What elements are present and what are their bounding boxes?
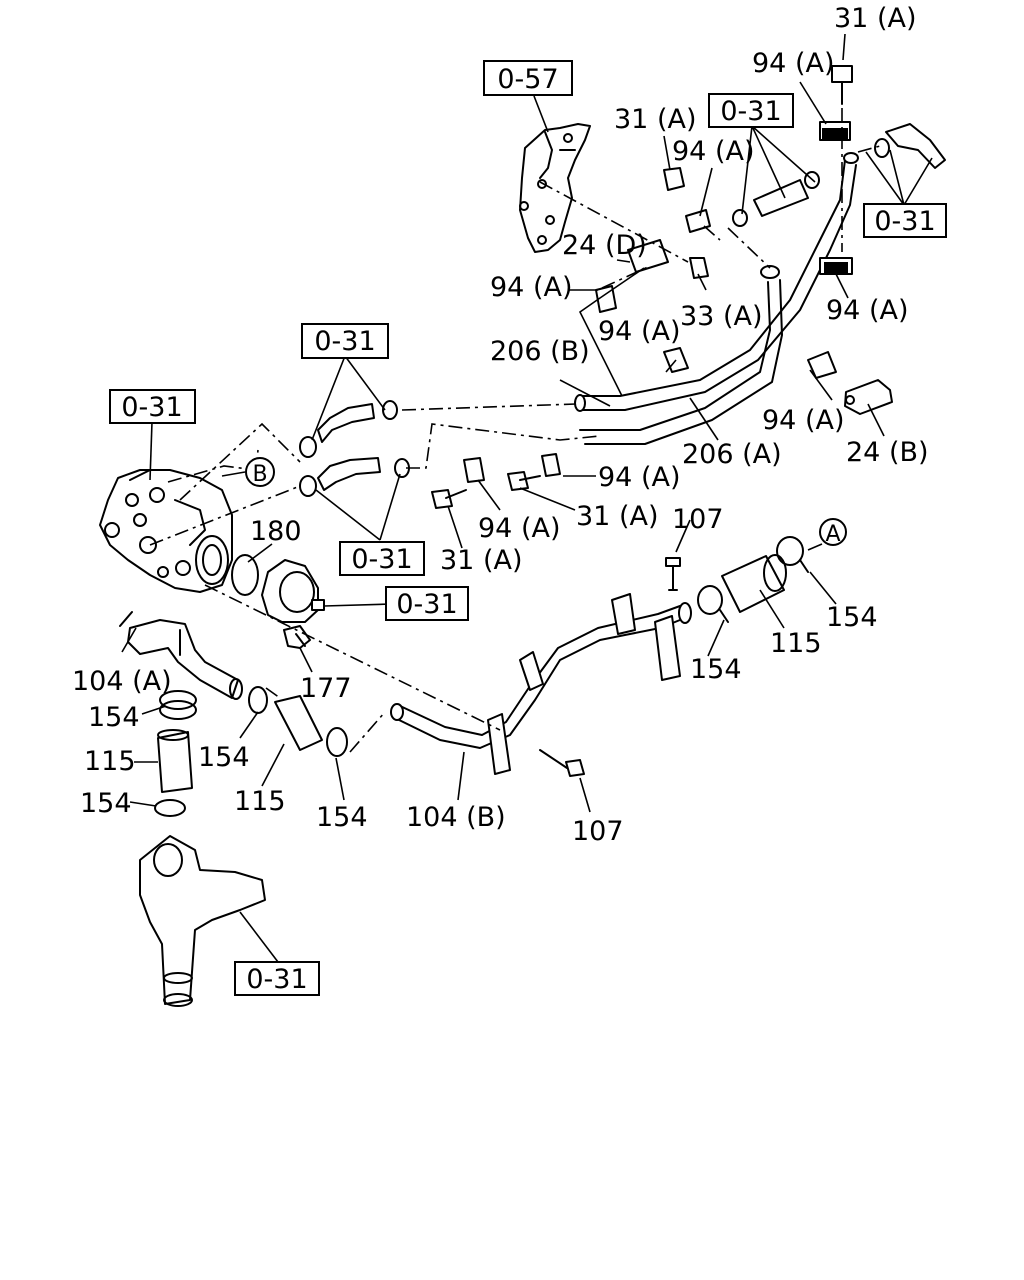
label-206b: 206 (B) bbox=[490, 336, 590, 367]
label-104a: 104 (A) bbox=[72, 666, 172, 697]
svg-text:0-31: 0-31 bbox=[396, 589, 457, 620]
ref-box-0-31: 0-31 bbox=[109, 389, 196, 424]
lower-housing bbox=[139, 835, 266, 1007]
ref-box-0-31: 0-31 bbox=[301, 323, 389, 359]
ref-box-0-57: 0-57 bbox=[483, 60, 573, 96]
label-33a: 33 (A) bbox=[680, 301, 762, 332]
label-206a: 206 (A) bbox=[682, 439, 782, 470]
label-31a: 31 (A) bbox=[614, 104, 696, 135]
label-154: 154 bbox=[826, 602, 878, 633]
pipe-206 bbox=[574, 152, 859, 445]
label-107: 107 bbox=[572, 816, 624, 847]
circle-marker-a: A bbox=[819, 518, 847, 547]
label-94a: 94 (A) bbox=[598, 462, 680, 493]
label-24d: 24 (D) bbox=[562, 230, 647, 261]
upper-hoses bbox=[299, 400, 410, 497]
label-94a: 94 (A) bbox=[672, 136, 754, 167]
label-104b: 104 (B) bbox=[406, 802, 506, 833]
bolt-177 bbox=[283, 625, 311, 649]
outlet-flange bbox=[261, 559, 325, 623]
ref-box-0-31: 0-31 bbox=[339, 541, 425, 576]
ref-box-0-31: 0-31 bbox=[385, 586, 469, 621]
svg-text:0-31: 0-31 bbox=[121, 392, 182, 423]
o-ring-180 bbox=[231, 554, 259, 596]
upper-clamps bbox=[595, 65, 946, 415]
label-180: 180 bbox=[250, 516, 302, 547]
pipe-104a bbox=[119, 611, 243, 700]
ref-box-0-31: 0-31 bbox=[863, 203, 947, 238]
leader-lines bbox=[121, 33, 933, 963]
circle-marker-b: B bbox=[245, 457, 275, 487]
svg-text:0-31: 0-31 bbox=[246, 964, 307, 995]
label-31a: 31 (A) bbox=[576, 501, 658, 532]
label-94a: 94 (A) bbox=[826, 295, 908, 326]
svg-text:0-31: 0-31 bbox=[720, 96, 781, 127]
label-94a: 94 (A) bbox=[490, 272, 572, 303]
label-177: 177 bbox=[300, 673, 352, 704]
label-94a: 94 (A) bbox=[752, 48, 834, 79]
bolts-107 bbox=[539, 557, 681, 777]
ref-box-0-31: 0-31 bbox=[234, 961, 320, 996]
label-154: 154 bbox=[88, 702, 140, 733]
label-94a: 94 (A) bbox=[478, 513, 560, 544]
pipe-104b bbox=[390, 593, 692, 775]
label-94a: 94 (A) bbox=[598, 316, 680, 347]
hose-115-right bbox=[697, 536, 809, 623]
clamps-hoses-lower bbox=[154, 686, 348, 817]
svg-text:0-31: 0-31 bbox=[351, 544, 412, 575]
label-154: 154 bbox=[80, 788, 132, 819]
svg-text:B: B bbox=[252, 462, 267, 487]
svg-text:0-31: 0-31 bbox=[314, 326, 375, 357]
ref-box-0-31: 0-31 bbox=[708, 93, 794, 128]
svg-text:A: A bbox=[825, 522, 840, 547]
pump-housing bbox=[99, 469, 233, 593]
label-154: 154 bbox=[690, 654, 742, 685]
label-94a: 94 (A) bbox=[762, 405, 844, 436]
label-154: 154 bbox=[316, 802, 368, 833]
label-115: 115 bbox=[770, 628, 822, 659]
mid-clamps-bolts bbox=[431, 453, 561, 509]
bracket-0-57 bbox=[519, 123, 591, 253]
label-115: 115 bbox=[84, 746, 136, 777]
svg-text:0-57: 0-57 bbox=[497, 64, 558, 95]
svg-text:0-31: 0-31 bbox=[874, 206, 935, 237]
label-107: 107 bbox=[672, 504, 724, 535]
label-115: 115 bbox=[234, 786, 286, 817]
label-154: 154 bbox=[198, 742, 250, 773]
label-31a: 31 (A) bbox=[834, 3, 916, 34]
label-24b: 24 (B) bbox=[846, 437, 929, 468]
label-31a: 31 (A) bbox=[440, 545, 522, 576]
